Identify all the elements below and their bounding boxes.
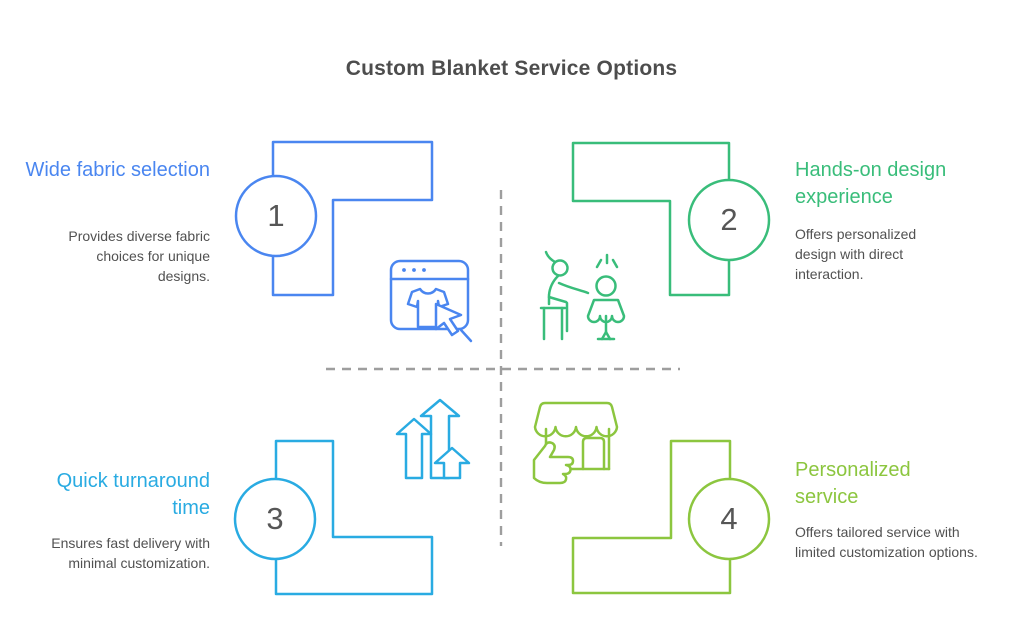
step4-circle [687,477,771,561]
quadrant4-bracket-shape [571,439,732,595]
step2-number: 2 [720,202,738,237]
storefront-thumbs-up-icon [532,401,619,485]
quadrant4-heading: Personalized service [795,459,911,508]
step3-circle [233,477,317,561]
page-title: Custom Blanket Service Options [345,57,678,80]
person-dressing-child-icon [539,250,626,341]
sparkle-lines [595,253,619,269]
quadrant2-description: Offers personalized design with direct i… [795,226,917,282]
step1-number: 1 [267,198,285,233]
quadrant3-bracket-shape [274,439,434,596]
step2-circle [687,178,771,262]
quadrant2-heading: Hands-on design experience [795,159,947,208]
step4-number: 4 [720,501,738,536]
step3-number: 3 [266,501,284,536]
quadrant3-description: Ensures fast delivery with minimal custo… [51,535,210,571]
browser-tshirt-cursor-icon [389,259,473,343]
growth-arrows-icon [395,398,471,480]
quadrant4-description: Offers tailored service with limited cus… [795,524,978,560]
quadrant1-heading: Wide fabric selection [25,159,210,181]
step1-circle [234,174,318,258]
quadrant2-bracket-shape [571,141,731,297]
quadrant1-bracket-shape [271,140,434,297]
divider-cross [326,190,680,546]
quadrant3-heading: Quick turnaround time [56,470,210,519]
quadrant1-description: Provides diverse fabric choices for uniq… [68,228,210,284]
